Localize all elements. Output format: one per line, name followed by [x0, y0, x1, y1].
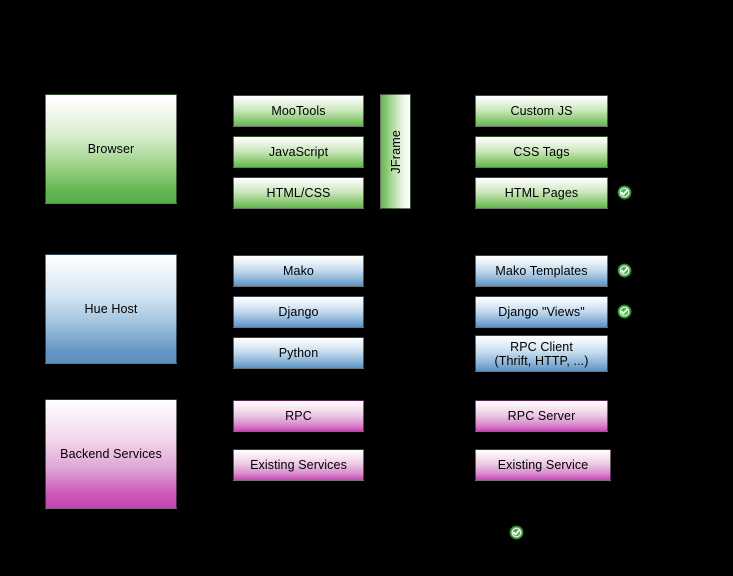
stack-chip-mako[interactable]: Mako	[233, 255, 364, 287]
stack-chip-existing-services[interactable]: Existing Services	[233, 449, 364, 481]
component-rpc-client[interactable]: RPC Client (Thrift, HTTP, ...)	[475, 335, 608, 372]
zone-browser-label: Browser	[87, 142, 135, 156]
stack-chip-html-css[interactable]: HTML/CSS	[233, 177, 364, 209]
stack-chip-rpc[interactable]: RPC	[233, 400, 364, 432]
zone-browser[interactable]: Browser	[45, 94, 177, 204]
component-label: Existing Service	[497, 458, 589, 472]
stack-chip-label: HTML/CSS	[266, 186, 331, 200]
component-label: Custom JS	[510, 104, 573, 118]
component-label: RPC Server	[507, 409, 576, 423]
stack-chip-label: Mako	[283, 264, 314, 278]
legend-check-circle-icon	[509, 525, 524, 540]
component-label: CSS Tags	[513, 145, 570, 159]
check-circle-icon	[617, 263, 632, 278]
stack-chip-label: Existing Services	[250, 458, 347, 472]
component-mako-templates[interactable]: Mako Templates	[475, 255, 608, 287]
jframe-label: JFrame	[388, 129, 403, 174]
component-custom-js[interactable]: Custom JS	[475, 95, 608, 127]
stack-chip-label: JavaScript	[268, 145, 329, 159]
component-label: Django "Views"	[498, 305, 585, 319]
component-label: RPC Client (Thrift, HTTP, ...)	[494, 339, 589, 368]
zone-hue-host-label: Hue Host	[84, 302, 138, 316]
component-label: HTML Pages	[504, 186, 579, 200]
check-circle-icon	[617, 304, 632, 319]
component-django-views[interactable]: Django "Views"	[475, 296, 608, 328]
stack-chip-label: RPC	[285, 409, 312, 423]
component-existing-service[interactable]: Existing Service	[475, 449, 611, 481]
component-rpc-server[interactable]: RPC Server	[475, 400, 608, 432]
component-css-tags[interactable]: CSS Tags	[475, 136, 608, 168]
zone-backend-services-label: Backend Services	[60, 447, 162, 461]
check-circle-icon	[617, 185, 632, 200]
stack-chip-python[interactable]: Python	[233, 337, 364, 369]
component-label: Mako Templates	[495, 264, 588, 278]
zone-backend-services[interactable]: Backend Services	[45, 399, 177, 509]
component-html-pages[interactable]: HTML Pages	[475, 177, 608, 209]
stack-chip-mootools[interactable]: MooTools	[233, 95, 364, 127]
zone-hue-host[interactable]: Hue Host	[45, 254, 177, 364]
stack-chip-javascript[interactable]: JavaScript	[233, 136, 364, 168]
stack-chip-label: Django	[278, 305, 319, 319]
stack-chip-label: MooTools	[271, 104, 326, 118]
stack-chip-django[interactable]: Django	[233, 296, 364, 328]
jframe-bar[interactable]: JFrame	[380, 94, 411, 209]
stack-chip-label: Python	[278, 346, 319, 360]
